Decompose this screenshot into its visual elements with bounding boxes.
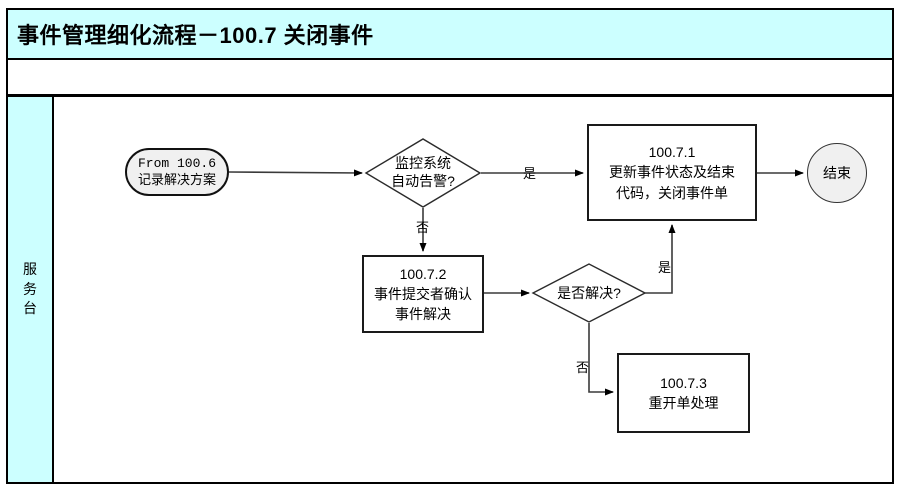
swimlane-service-desk: 服务台 — [8, 97, 54, 482]
edge-label-decision1-no: 否 — [416, 220, 430, 235]
start-node-label: 记录解决方案 — [137, 172, 216, 187]
edge-label-decision2-no: 否 — [576, 360, 590, 375]
edge-label-decision2-yes: 是 — [658, 260, 672, 275]
title-bar: 事件管理细化流程－100.7 关闭事件 — [8, 10, 892, 60]
start-node-ref: From 100.6 — [137, 155, 216, 171]
process-100-7-3: 100.7.3 重开单处理 — [617, 353, 750, 433]
decision-auto-alert-label: 监控系统 自动告警? — [391, 155, 455, 190]
swimlane-label: 服务台 — [23, 261, 37, 317]
process-100-7-1: 100.7.1 更新事件状态及结束 代码，关闭事件单 — [587, 124, 757, 221]
subtitle-row-empty — [8, 60, 892, 97]
end-node: 结束 — [807, 143, 867, 203]
start-node-from-100-6: From 100.6 记录解决方案 — [125, 148, 229, 196]
diagram-frame: 事件管理细化流程－100.7 关闭事件 服务台 — [6, 8, 894, 484]
process-100-7-1-label: 更新事件状态及结束 代码，关闭事件单 — [609, 164, 735, 201]
process-100-7-2-id: 100.7.2 — [399, 265, 447, 282]
process-100-7-3-id: 100.7.3 — [660, 374, 707, 391]
decision-resolved-label: 是否解决? — [557, 285, 621, 301]
process-100-7-2: 100.7.2 事件提交者确认 事件解决 — [362, 255, 484, 333]
process-100-7-1-id: 100.7.1 — [648, 144, 696, 161]
process-100-7-2-label: 事件提交者确认 事件解决 — [374, 285, 472, 323]
process-100-7-3-label: 重开单处理 — [648, 395, 719, 411]
edge-label-decision1-yes: 是 — [523, 166, 537, 181]
page-title: 事件管理细化流程－100.7 关闭事件 — [17, 23, 374, 48]
end-node-label: 结束 — [823, 165, 851, 181]
